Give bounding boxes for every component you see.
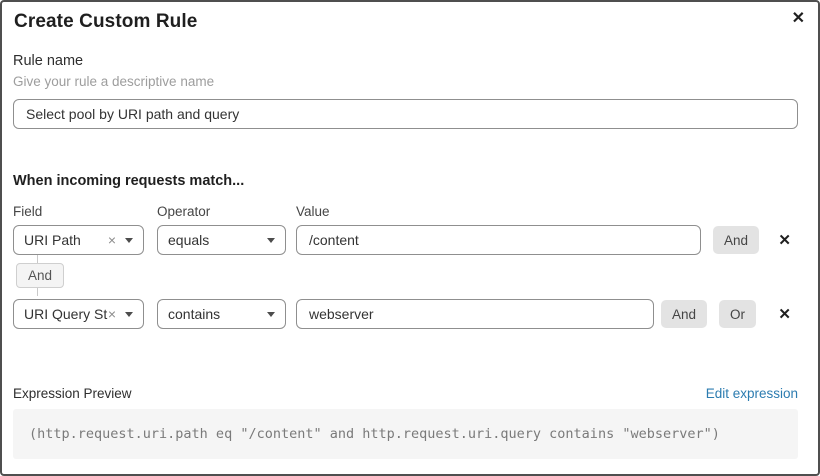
- expression-code-box: (http.request.uri.path eq "/content" and…: [13, 409, 798, 459]
- chevron-down-icon: [125, 237, 133, 243]
- operator-select-row1[interactable]: equals: [157, 225, 286, 255]
- matcher-section: When incoming requests match... Field Op…: [2, 173, 818, 329]
- value-input-row2[interactable]: [296, 299, 654, 329]
- expression-header: Expression Preview Edit expression: [13, 386, 798, 401]
- field-select-row1-value: URI Path: [24, 232, 81, 248]
- operator-select-row2-icons: [267, 311, 275, 317]
- connector-and-chip: And: [16, 263, 65, 288]
- operator-select-row1-icons: [267, 237, 275, 243]
- remove-icon: ✕: [778, 231, 791, 249]
- field-column-label: Field: [13, 204, 43, 219]
- delete-row2-button[interactable]: ✕: [776, 305, 793, 324]
- expression-code: (http.request.uri.path eq "/content" and…: [29, 426, 720, 442]
- field-select-row2-value: URI Query St...: [24, 306, 108, 322]
- close-button[interactable]: ✕: [788, 7, 809, 31]
- row-connector: And: [13, 255, 798, 299]
- match-row-1: URI Path × equals And ✕: [13, 225, 798, 255]
- field-select-row1[interactable]: URI Path ×: [13, 225, 144, 255]
- field-select-row1-icons: ×: [108, 233, 133, 247]
- dialog-title: Create Custom Rule: [14, 11, 198, 32]
- clear-icon[interactable]: ×: [107, 232, 116, 248]
- matcher-heading: When incoming requests match...: [13, 173, 245, 189]
- operator-select-row2-value: contains: [168, 306, 221, 322]
- delete-row1-button[interactable]: ✕: [776, 231, 793, 250]
- rule-name-section: Rule name Give your rule a descriptive n…: [2, 53, 818, 129]
- or-button-row2[interactable]: Or: [719, 300, 757, 328]
- close-icon: ✕: [791, 10, 805, 27]
- matcher-column-labels: Field Operator Value: [13, 204, 798, 219]
- and-button-row2[interactable]: And: [661, 300, 708, 328]
- expression-preview-label: Expression Preview: [13, 386, 132, 401]
- chevron-down-icon: [267, 237, 275, 243]
- connector-line-bottom: [37, 288, 38, 296]
- clear-icon[interactable]: ×: [107, 306, 116, 322]
- field-select-row2-icons: ×: [108, 307, 133, 321]
- chevron-down-icon: [125, 311, 133, 317]
- rule-name-input[interactable]: [13, 99, 798, 129]
- value-column-label: Value: [296, 204, 330, 219]
- rule-name-label: Rule name: [13, 53, 84, 69]
- value-input-row1[interactable]: [296, 225, 701, 255]
- field-select-row2[interactable]: URI Query St... ×: [13, 299, 144, 329]
- expression-preview-section: Expression Preview Edit expression (http…: [2, 386, 818, 459]
- and-button-row1[interactable]: And: [713, 226, 760, 254]
- edit-expression-link[interactable]: Edit expression: [705, 386, 798, 401]
- operator-column-label: Operator: [157, 204, 211, 219]
- chevron-down-icon: [267, 311, 275, 317]
- match-row-2: URI Query St... × contains And Or ✕: [13, 299, 798, 329]
- rule-name-helper: Give your rule a descriptive name: [13, 74, 215, 89]
- remove-icon: ✕: [778, 305, 791, 323]
- operator-select-row1-value: equals: [168, 232, 210, 248]
- dialog-header: Create Custom Rule: [2, 2, 818, 33]
- operator-select-row2[interactable]: contains: [157, 299, 286, 329]
- connector-line-top: [37, 255, 38, 263]
